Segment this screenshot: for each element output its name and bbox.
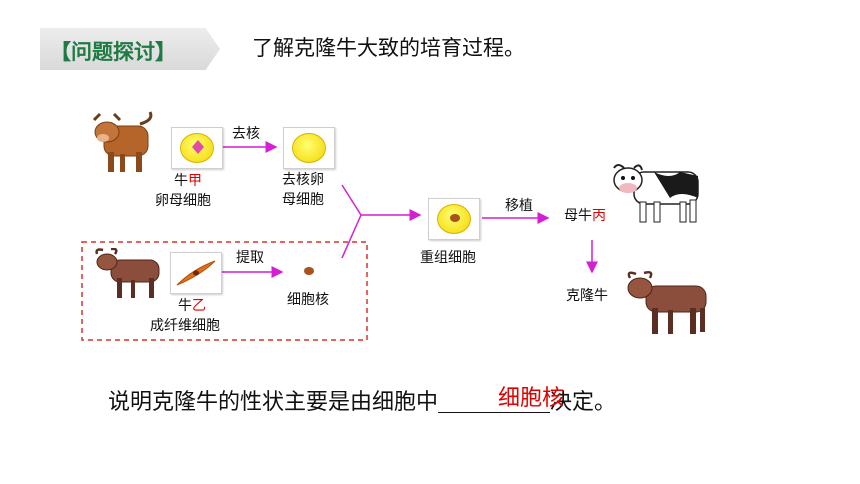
conclusion-text-after: 决定。 bbox=[550, 390, 617, 415]
fibroblast-label: 成纤维细胞 bbox=[150, 318, 220, 334]
conclusion-sentence: 说明克隆牛的性状主要是由细胞中 决定。 bbox=[108, 384, 616, 416]
cow-b-label: 牛乙 bbox=[178, 298, 206, 314]
transplant-label: 移植 bbox=[505, 198, 533, 214]
cow-a-image bbox=[92, 111, 153, 172]
conclusion-text-before: 说明克隆牛的性状主要是由细胞中 bbox=[108, 390, 439, 415]
extract-label: 提取 bbox=[236, 250, 264, 266]
clone-cow-image bbox=[627, 270, 707, 334]
mother-cow-label: 母牛丙 bbox=[564, 208, 606, 224]
cow-a-label: 牛甲 bbox=[174, 173, 202, 189]
section-banner bbox=[40, 28, 220, 70]
answer-blank bbox=[438, 388, 551, 413]
recombined-label: 重组细胞 bbox=[420, 250, 476, 266]
merge-line-bottom bbox=[341, 214, 362, 259]
egg-nucleus-icon bbox=[192, 140, 204, 154]
cow-b-image bbox=[95, 248, 160, 298]
fibroblast-dish bbox=[170, 252, 222, 294]
dashed-box bbox=[81, 241, 368, 341]
cow-c-image bbox=[613, 164, 699, 223]
enucleated-egg-dish bbox=[283, 127, 335, 169]
egg-cell-dish bbox=[171, 127, 223, 169]
enucleated-label-2: 母细胞 bbox=[282, 192, 324, 208]
nucleus-icon bbox=[304, 267, 314, 275]
page-title: 了解克隆牛大致的培育过程。 bbox=[252, 36, 525, 60]
section-tag: 【问题探讨】 bbox=[50, 40, 176, 64]
merge-line-top bbox=[341, 184, 362, 216]
enucleated-label-1: 去核卵 bbox=[282, 172, 324, 188]
enucleate-label: 去核 bbox=[232, 126, 260, 142]
nucleus-label: 细胞核 bbox=[287, 292, 329, 308]
egg-cell-label: 卵母细胞 bbox=[155, 193, 211, 209]
recombined-cell-dish bbox=[428, 198, 480, 240]
recombined-nucleus-icon bbox=[450, 214, 460, 222]
fibroblast-cell-icon bbox=[176, 260, 216, 286]
clone-cow-label: 克隆牛 bbox=[566, 288, 608, 304]
answer-text: 细胞核 bbox=[498, 386, 565, 411]
